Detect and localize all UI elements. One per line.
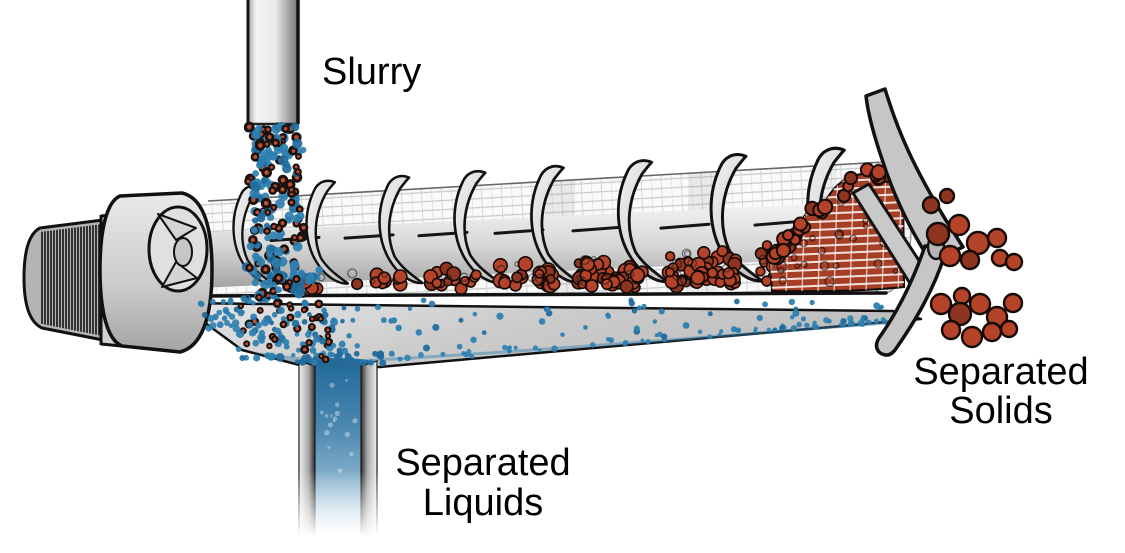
liquid-droplets-on-tray: [291, 314, 888, 367]
solid-particle: [947, 301, 973, 327]
hub-spoke-upper: [157, 213, 197, 241]
solid-particle: [843, 170, 859, 186]
screw-flight: [378, 174, 424, 285]
solid-particle: [938, 244, 962, 268]
label-separated-solids-line1: Separated: [913, 351, 1088, 393]
solid-particle: [690, 270, 706, 286]
solid-particle: [968, 292, 992, 316]
solid-particle: [393, 269, 408, 284]
solid-particle: [782, 229, 795, 242]
solid-particle: [431, 277, 443, 289]
label-separated-solids-line2: Solids: [949, 390, 1053, 432]
screw-flight: [305, 179, 350, 285]
solid-particle: [952, 286, 972, 306]
solid-particle: [960, 325, 984, 349]
solid-particle: [754, 247, 768, 260]
discharge-paddle-assembly: [851, 87, 965, 357]
label-separated-liquids-line1: Separated: [395, 442, 570, 484]
solid-particle: [697, 246, 711, 260]
solid-particle: [706, 267, 719, 279]
slurry-stream: [241, 121, 309, 303]
solid-particle: [497, 276, 512, 290]
solid-particle: [999, 319, 1019, 339]
solid-particle: [940, 319, 962, 341]
solid-particle: [792, 216, 809, 232]
solid-particle: [585, 279, 599, 293]
solid-particle: [921, 195, 941, 215]
solid-particle: [470, 269, 482, 281]
slurry-feed-pipe: [246, 0, 300, 126]
stream-speckles: [319, 379, 358, 473]
solid-particle: [761, 240, 773, 251]
liquid-droplets-falling: [197, 296, 884, 357]
solid-particle: [986, 227, 1008, 249]
solid-particle: [1002, 292, 1024, 314]
solid-particle: [664, 251, 676, 262]
solid-particle: [1004, 252, 1024, 272]
solid-particle: [351, 277, 364, 291]
tray-surface: [176, 301, 923, 369]
solid-particle: [446, 266, 462, 282]
separated-solids-particles: [921, 187, 1024, 349]
solid-particle: [755, 266, 766, 277]
drum-end-cap: [147, 205, 209, 293]
screw-hub: [173, 237, 193, 267]
pipe-body: [247, 0, 299, 124]
solid-particle: [959, 249, 981, 271]
label-separated-liquids-line2: Liquids: [423, 482, 543, 524]
solids-piles: [266, 225, 840, 296]
solid-particle: [716, 245, 729, 258]
labels: Slurry Separated Liquids Separated Solid…: [322, 51, 1089, 524]
solid-particle: [511, 271, 523, 284]
solid-particle: [722, 267, 735, 280]
solid-particle: [517, 256, 534, 272]
drum-bottom-edge: [196, 291, 888, 298]
solid-particle: [377, 271, 391, 285]
solid-particle: [619, 279, 634, 294]
solid-particle: [775, 242, 791, 259]
solid-particle: [947, 213, 971, 237]
solid-particle: [925, 221, 951, 247]
solid-particle: [938, 187, 956, 205]
hub-spoke-lower: [161, 261, 198, 288]
paddle-upper-blade: [864, 87, 965, 264]
solid-particle: [981, 321, 1003, 343]
solid-particle: [816, 198, 834, 216]
label-slurry: Slurry: [322, 51, 421, 93]
solid-particle: [929, 292, 953, 316]
solid-particle: [629, 267, 646, 283]
paddle-lower-blade: [874, 244, 949, 357]
spout-fade: [294, 470, 382, 553]
